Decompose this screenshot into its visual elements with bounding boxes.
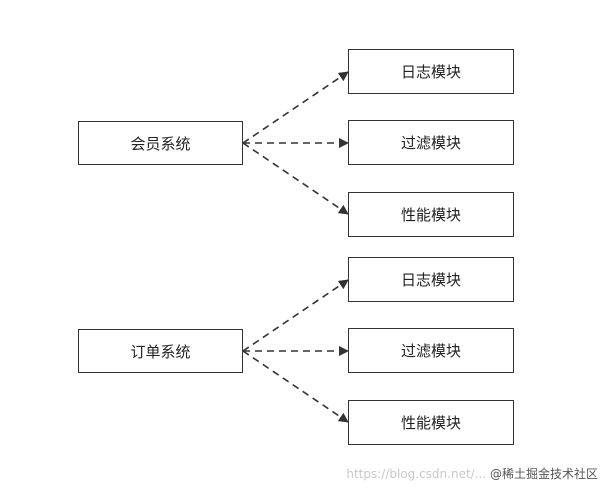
watermark-brand: @稀土掘金技术社区 [489, 467, 598, 481]
order-perf-module-node: 性能模块 [348, 400, 514, 445]
member-filter-module-label: 过滤模块 [400, 134, 461, 152]
member-log-module-node: 日志模块 [348, 49, 514, 94]
watermark: https://blog.csdn.net/... @稀土掘金技术社区 [346, 465, 598, 482]
arrow-member-to-log [242, 71, 349, 144]
order-filter-module-node: 过滤模块 [348, 328, 514, 373]
order-log-module-node: 日志模块 [348, 257, 514, 302]
order-log-module-label: 日志模块 [400, 271, 461, 289]
arrow-order-to-perf [242, 350, 349, 423]
member-perf-module-node: 性能模块 [348, 192, 514, 237]
arrow-order-to-log [242, 279, 349, 352]
watermark-url: https://blog.csdn.net/... [346, 467, 487, 481]
member-system-label: 会员系统 [130, 134, 191, 153]
arrow-member-to-perf [242, 142, 349, 215]
order-system-node: 订单系统 [78, 329, 243, 373]
member-perf-module-label: 性能模块 [400, 206, 461, 224]
member-filter-module-node: 过滤模块 [348, 120, 514, 165]
order-system-label: 订单系统 [130, 342, 191, 361]
member-log-module-label: 日志模块 [400, 63, 461, 81]
member-system-node: 会员系统 [78, 121, 243, 165]
order-perf-module-label: 性能模块 [400, 414, 461, 432]
order-filter-module-label: 过滤模块 [400, 342, 461, 360]
